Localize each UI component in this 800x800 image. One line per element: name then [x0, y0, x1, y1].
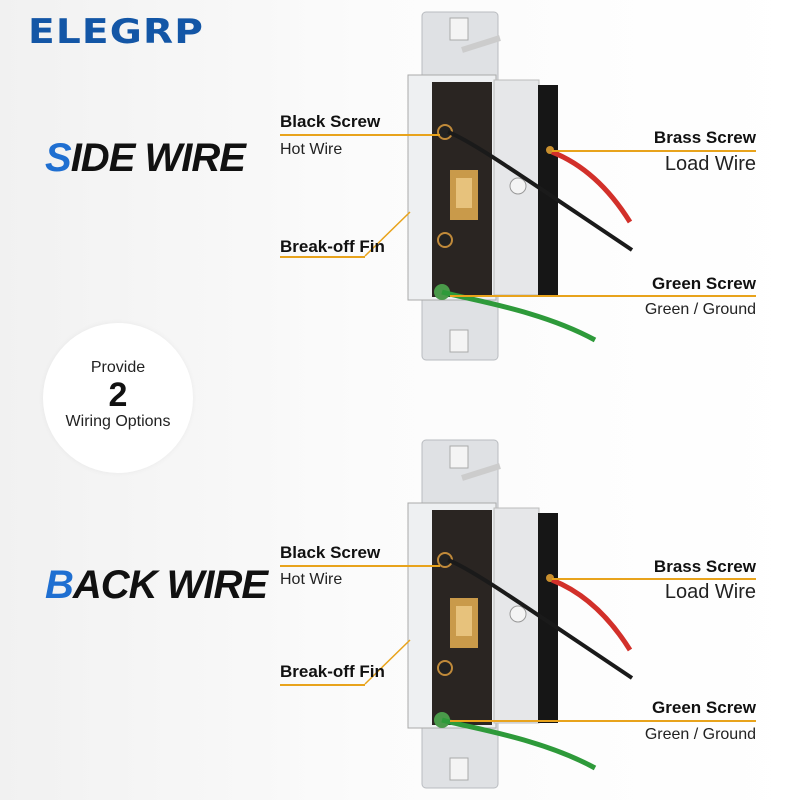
brand-logo: ELEGRP — [28, 12, 205, 52]
hot-wire-label: Hot Wire — [280, 571, 343, 588]
ground-label: Green / Ground — [644, 726, 756, 743]
brass-screw-label: Brass Screw — [653, 128, 756, 147]
break-off-underline — [280, 684, 365, 686]
load-wire-label: Load Wire — [664, 581, 756, 603]
title-rest: ACK WIRE — [72, 563, 268, 607]
green-screw-leader — [450, 295, 756, 297]
green-screw-leader — [450, 720, 756, 722]
title-initial: B — [45, 563, 74, 607]
break-off-underline — [280, 256, 365, 258]
brass-screw-leader — [552, 578, 756, 580]
back-wire-switch-image — [408, 440, 632, 788]
load-wire-label: Load Wire — [664, 153, 756, 175]
break-off-fin-label: Break-off Fin — [280, 237, 385, 256]
side-wire-title: SIDE WIRE — [45, 136, 246, 181]
side-wire-switch-image — [408, 12, 632, 360]
ground-label: Green / Ground — [644, 301, 756, 318]
green-screw-label: Green Screw — [652, 698, 756, 717]
break-off-fin-label: Break-off Fin — [280, 662, 385, 681]
title-initial: S — [45, 136, 72, 180]
green-screw-label: Green Screw — [652, 274, 756, 293]
badge-line2: Wiring Options — [65, 413, 171, 430]
black-screw-label: Black Screw — [280, 112, 381, 131]
back-wire-title: BACK WIRE — [45, 563, 268, 608]
title-rest: IDE WIRE — [70, 136, 246, 180]
break-off-leader — [364, 211, 411, 257]
brass-screw-label: Brass Screw — [653, 557, 756, 576]
wiring-options-badge: Provide 2 Wiring Options — [43, 323, 193, 473]
black-screw-leader — [280, 134, 440, 136]
black-screw-label: Black Screw — [280, 543, 381, 562]
badge-line1: Provide — [90, 359, 146, 376]
badge-number: 2 — [108, 376, 128, 414]
brass-screw-leader — [552, 150, 756, 152]
black-screw-leader — [280, 565, 440, 567]
break-off-leader — [364, 639, 411, 685]
hot-wire-label: Hot Wire — [280, 141, 343, 158]
